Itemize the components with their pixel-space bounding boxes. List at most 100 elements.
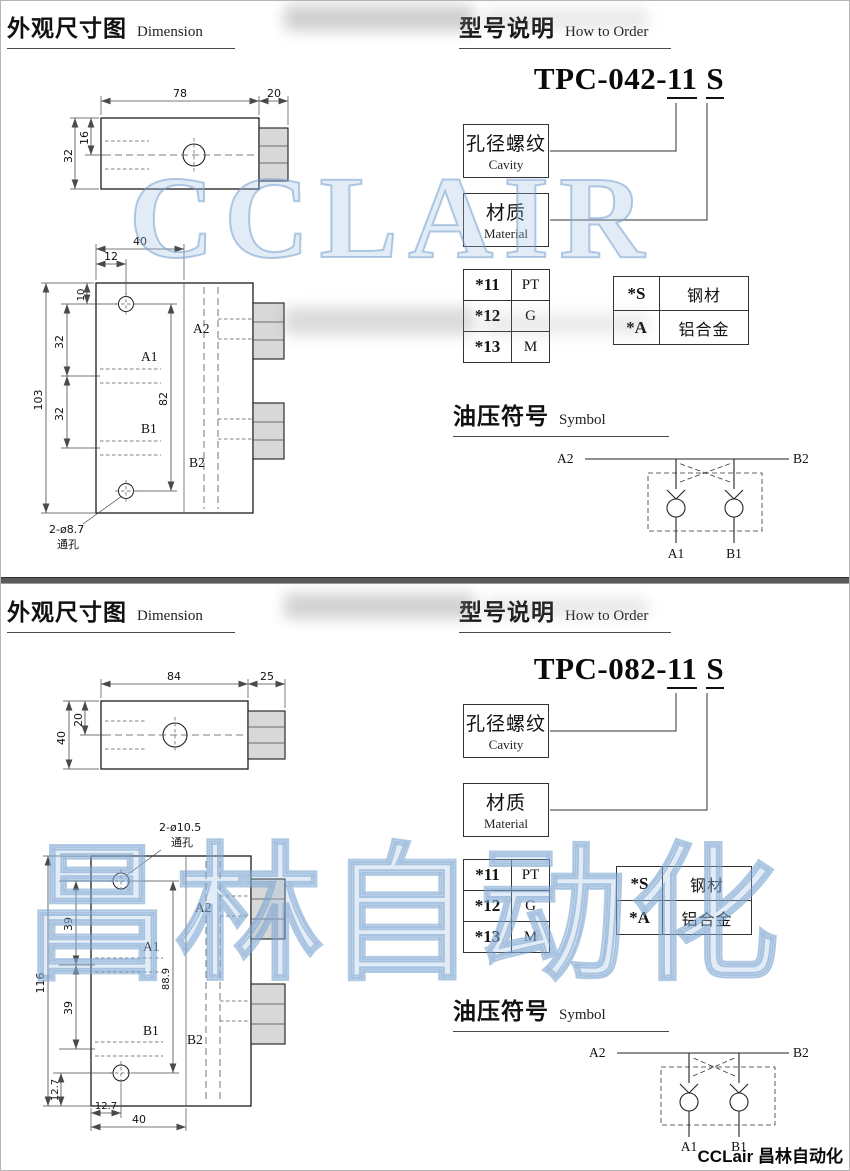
heading-zh: 型号说明 — [459, 600, 555, 625]
material-name: 钢材 — [662, 866, 752, 901]
section1-top-view-drawing: 78 20 32 16 — [62, 87, 289, 190]
dim-label: 10 — [76, 289, 87, 302]
cavity-label-zh: 孔径螺纹 — [465, 134, 546, 155]
heading-en: Symbol — [559, 412, 606, 428]
material-label-zh: 材质 — [485, 793, 526, 814]
thread-code: *11 — [463, 269, 512, 301]
material-code: *S — [613, 276, 660, 311]
dim-label: 103 — [32, 390, 45, 411]
heading-en: How to Order — [565, 24, 649, 40]
port-label: A1 — [668, 546, 685, 561]
hole-callout: 通孔 — [57, 538, 79, 551]
dim-label: 20 — [72, 713, 85, 727]
heading-en: How to Order — [565, 608, 649, 624]
port-label: B2 — [187, 1032, 203, 1047]
dim-label: 88.9 — [161, 968, 172, 990]
blurred-watermark — [483, 313, 648, 335]
port-label: B1 — [726, 546, 742, 561]
section1-hydraulic-symbol: A2 B2 A1 B1 — [557, 451, 809, 561]
dim-label: 40 — [132, 1113, 146, 1126]
material-label-en: Material — [483, 226, 529, 241]
dim-label: 39 — [62, 1001, 75, 1015]
cavity-label-en: Cavity — [488, 737, 524, 752]
thread-code: *12 — [463, 890, 512, 922]
thread-type: PT — [511, 269, 550, 301]
port-label: A1 — [143, 939, 160, 954]
model-material-code: S — [706, 651, 725, 689]
section2-hydraulic-symbol: A2 B2 A1 B1 — [589, 1045, 809, 1154]
section1-leader-lines — [550, 103, 708, 221]
cavity-label-en: Cavity — [488, 157, 524, 172]
model-prefix: TPC-042- — [533, 61, 668, 96]
dim-label: 12.7 — [95, 1101, 117, 1112]
thread-type: M — [511, 331, 550, 363]
heading-en: Symbol — [559, 1007, 606, 1023]
heading-zh: 油压符号 — [453, 404, 549, 429]
port-label: A1 — [681, 1139, 698, 1154]
thread-code: *13 — [463, 921, 512, 953]
material-box-2: 材质 Material — [463, 783, 549, 837]
dim-label: 32 — [62, 149, 75, 163]
blurred-watermark — [483, 9, 648, 29]
thread-code: *12 — [463, 300, 512, 332]
port-label: B2 — [793, 451, 809, 466]
dim-label: 39 — [62, 917, 75, 931]
thread-type: PT — [511, 859, 550, 891]
material-label-en: Material — [483, 816, 529, 831]
port-label: A2 — [557, 451, 574, 466]
cavity-box-1: 孔径螺纹 Cavity — [463, 124, 549, 178]
heading-en: Dimension — [137, 608, 203, 624]
symbol-heading-1: 油压符号 Symbol — [453, 397, 669, 437]
dim-label: 116 — [34, 973, 47, 994]
blurred-watermark — [284, 307, 474, 335]
hole-callout: 2-ø8.7 — [49, 523, 84, 536]
thread-type: M — [511, 921, 550, 953]
material-code: *S — [616, 866, 663, 901]
blurred-watermark — [284, 5, 474, 31]
port-label: B2 — [793, 1045, 809, 1060]
dimension-heading-1: 外观尺寸图 Dimension — [7, 9, 235, 49]
model-size-code: 11 — [667, 651, 698, 689]
section1-front-view-drawing: A1 A2 B1 B2 40 12 10 32 32 103 82 2-ø8.7… — [32, 235, 285, 551]
port-label: A1 — [141, 349, 158, 364]
section-divider — [1, 577, 849, 584]
heading-en: Dimension — [137, 24, 203, 40]
material-name: 钢材 — [659, 276, 749, 311]
thread-code: *11 — [463, 859, 512, 891]
thread-code: *13 — [463, 331, 512, 363]
model-material-code: S — [706, 61, 725, 99]
dim-label: 16 — [78, 131, 91, 145]
watermark-cclair: CCLAIR — [128, 152, 655, 283]
material-name: 铝合金 — [659, 310, 749, 345]
dimension-heading-2: 外观尺寸图 Dimension — [7, 593, 235, 633]
dim-label: 82 — [157, 392, 170, 406]
dim-label: 40 — [55, 731, 68, 745]
material-label-zh: 材质 — [485, 203, 526, 224]
dim-label: 32 — [53, 335, 66, 349]
material-code: *A — [616, 900, 663, 935]
cavity-label-zh: 孔径螺纹 — [465, 714, 546, 735]
port-label: A2 — [193, 321, 210, 336]
port-label: B1 — [141, 421, 157, 436]
dim-label: 40 — [133, 235, 147, 248]
material-code: *A — [613, 310, 660, 345]
dim-label: 20 — [267, 87, 281, 100]
heading-zh: 外观尺寸图 — [7, 600, 127, 625]
cavity-box-2: 孔径螺纹 Cavity — [463, 704, 549, 758]
port-label: B1 — [143, 1023, 159, 1038]
dim-label: 25 — [260, 670, 274, 683]
dim-label: 78 — [173, 87, 187, 100]
blurred-watermark — [483, 598, 648, 618]
order-heading-1: 型号说明 How to Order — [459, 9, 671, 49]
dim-label: 12.7 — [50, 1079, 61, 1101]
hole-callout: 通孔 — [171, 836, 193, 849]
footer-brand: CCLair 昌林自动化 — [697, 1147, 843, 1166]
heading-zh: 型号说明 — [459, 16, 555, 41]
